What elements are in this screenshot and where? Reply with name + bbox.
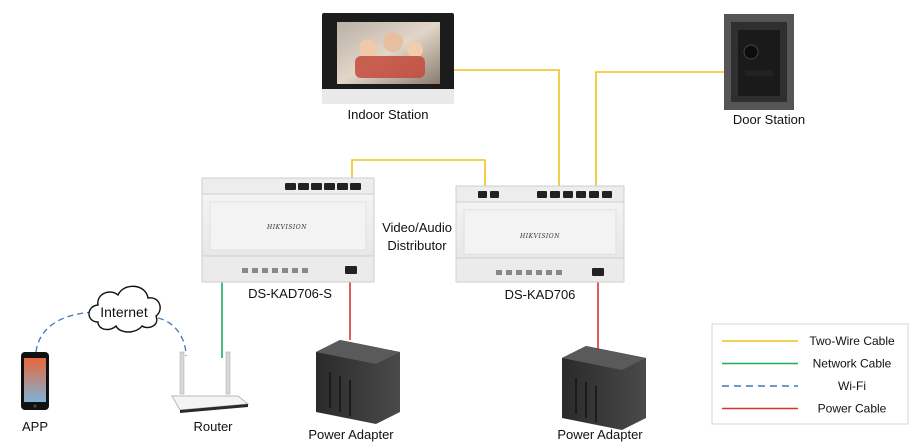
two-wire-cable-door-to-kad706 <box>596 72 724 190</box>
indoor-station-label: Indoor Station <box>348 107 429 122</box>
door-station-device <box>724 14 794 110</box>
power-adapter-left-device <box>316 340 400 424</box>
distributor-right-model-label: DS-KAD706 <box>505 287 576 302</box>
wifi-link-router <box>158 318 186 356</box>
distributor-kad706s-device: HIKVISION <box>202 178 374 282</box>
power-adapter-right-label: Power Adapter <box>557 427 643 442</box>
legend-label-1: Network Cable <box>813 357 892 371</box>
power-adapter-right-device <box>562 346 646 430</box>
router-label: Router <box>193 419 233 434</box>
distributor-left-brand: HIKVISION <box>266 224 307 231</box>
internet-label: Internet <box>100 304 148 320</box>
distributor-left-model-label: DS-KAD706-S <box>248 286 332 301</box>
distributor-label-line2: Distributor <box>387 238 447 253</box>
legend-label-2: Wi-Fi <box>838 379 866 393</box>
door-station-label: Door Station <box>733 112 805 127</box>
two-wire-cable-indoor-to-kad706 <box>452 70 559 190</box>
legend-label-3: Power Cable <box>818 402 887 416</box>
power-adapter-left-label: Power Adapter <box>308 427 394 442</box>
app-label: APP <box>22 419 48 434</box>
distributor-right-brand: HIKVISION <box>519 233 560 240</box>
distributor-kad706-device: HIKVISION <box>456 186 624 282</box>
indoor-station-device <box>322 13 454 104</box>
distributor-label-line1: Video/Audio <box>382 220 452 235</box>
phone-icon <box>21 352 49 410</box>
router-icon <box>172 352 248 413</box>
legend-label-0: Two-Wire Cable <box>809 334 895 348</box>
